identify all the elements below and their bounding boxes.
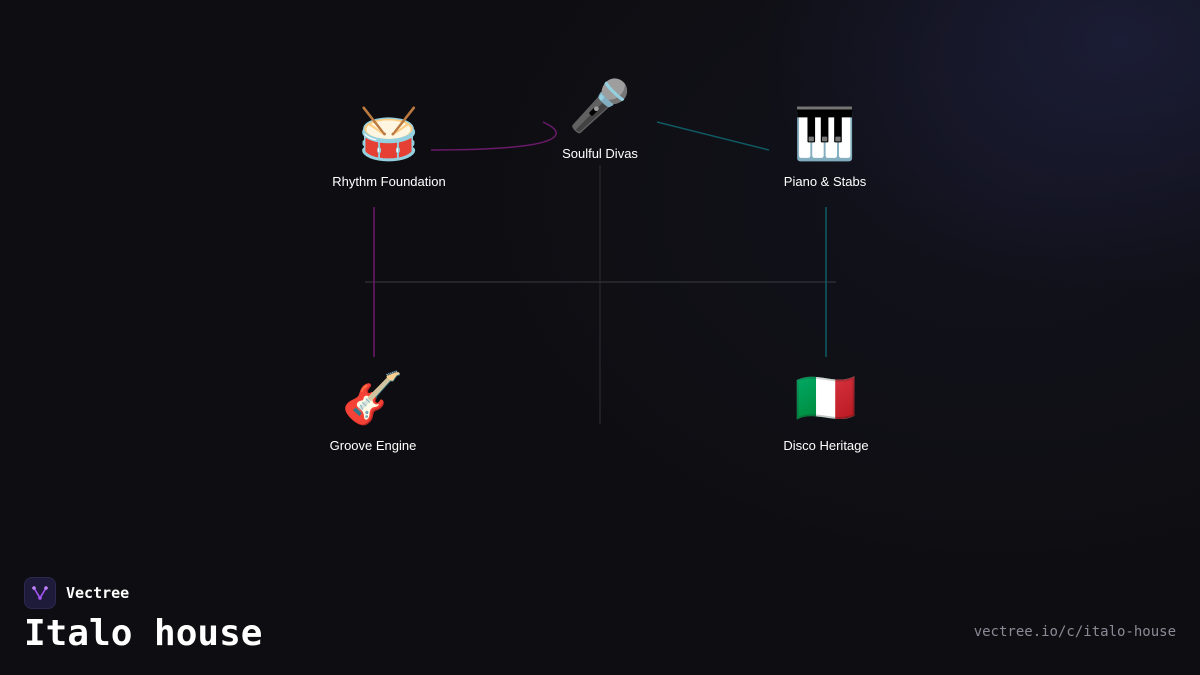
brand[interactable]: Vectree xyxy=(24,577,129,609)
brand-name: Vectree xyxy=(66,584,130,602)
edge-rhythm-divas xyxy=(430,121,557,151)
node-label: Piano & Stabs xyxy=(783,174,867,189)
page-url[interactable]: vectree.io/c/italo-house xyxy=(973,624,1176,640)
italy-flag-icon: 🇮🇹 xyxy=(794,369,858,427)
vectree-logo-icon xyxy=(24,577,56,609)
node-rhythm-foundation[interactable]: 🥁 Rhythm Foundation xyxy=(332,104,445,189)
piano-keys-icon: 🎹 xyxy=(793,105,857,163)
node-soulful-divas[interactable]: 🎤 Soulful Divas xyxy=(562,76,638,161)
node-groove-engine[interactable]: 🎸 Groove Engine xyxy=(330,368,417,453)
page-title: Italo house xyxy=(24,613,263,654)
edge-divas-piano xyxy=(656,121,770,151)
guitar-icon: 🎸 xyxy=(341,369,405,427)
node-label: Rhythm Foundation xyxy=(332,174,446,189)
node-label: Disco Heritage xyxy=(783,438,869,453)
vectree-branch-icon xyxy=(32,586,48,600)
microphone-icon: 🎤 xyxy=(568,77,632,135)
drum-icon: 🥁 xyxy=(357,105,421,163)
node-label: Groove Engine xyxy=(329,438,417,453)
node-disco-heritage[interactable]: 🇮🇹 Disco Heritage xyxy=(783,368,868,453)
node-label: Soulful Divas xyxy=(562,146,638,161)
node-piano-and-stabs[interactable]: 🎹 Piano & Stabs xyxy=(784,104,866,189)
